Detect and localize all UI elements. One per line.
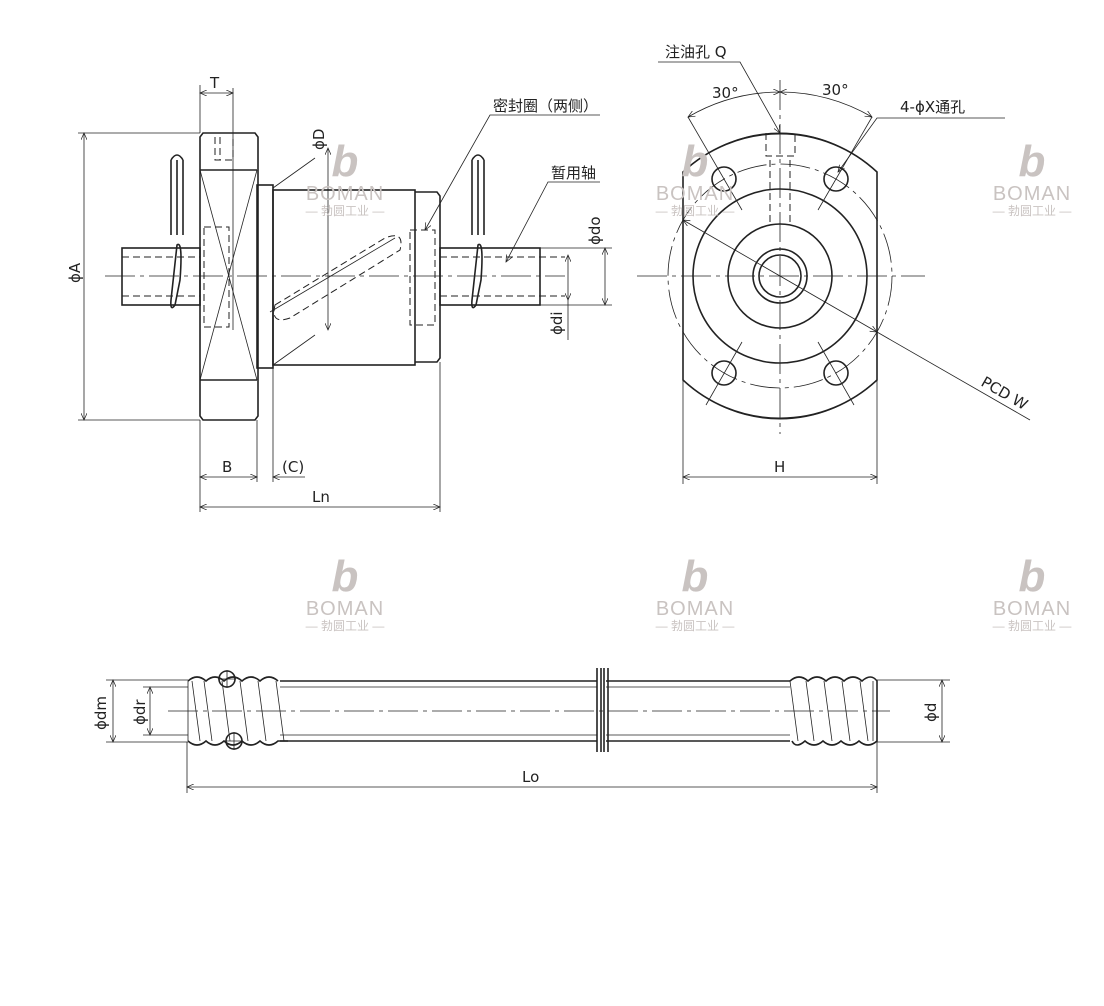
watermark-sub: — 勃圆工业 —	[655, 619, 735, 633]
watermark-sub: — 勃圆工业 —	[992, 619, 1072, 633]
watermark-logo: b	[331, 552, 359, 601]
watermark-logo: b	[1018, 552, 1046, 601]
label-phi-dm: ϕdm	[92, 696, 110, 730]
label-H: H	[774, 458, 785, 476]
watermark-brand: BOMAN	[655, 183, 735, 205]
label-angle-right: 30°	[822, 81, 849, 99]
watermark-brand: BOMAN	[305, 598, 385, 620]
label-B: B	[222, 458, 232, 476]
screw-shaft-view	[106, 668, 950, 793]
watermark-brand: BOMAN	[992, 183, 1072, 205]
label-phi-d: ϕd	[922, 703, 940, 722]
label-phi-do: ϕdo	[586, 216, 604, 245]
label-oil-hole: 注油孔 Q	[665, 43, 727, 61]
watermark-brand: BOMAN	[305, 183, 385, 205]
watermark-logo: b	[331, 137, 359, 186]
label-pcd: PCD W	[978, 373, 1031, 414]
watermark-brand: BOMAN	[992, 598, 1072, 620]
label-phi-dr: ϕdr	[131, 699, 149, 725]
label-angle-left: 30°	[712, 84, 739, 102]
label-C: (C)	[282, 458, 304, 476]
label-Lo: Lo	[522, 768, 539, 786]
label-phiD: ϕD	[310, 129, 328, 150]
watermark-logo: b	[1018, 137, 1046, 186]
label-phiA: ϕA	[66, 262, 84, 283]
watermark-logo: b	[681, 552, 709, 601]
label-temp-shaft: 暂用轴	[551, 164, 596, 182]
watermark-brand: BOMAN	[655, 598, 735, 620]
label-seal: 密封圈（两侧）	[493, 97, 598, 115]
label-phi-di: ϕdi	[548, 311, 566, 335]
watermark-sub: — 勃圆工业 —	[305, 619, 385, 633]
label-holes: 4-ϕX通孔	[900, 98, 965, 116]
nut-side-view	[637, 61, 1031, 484]
label-Ln: Ln	[312, 488, 330, 506]
watermark-logo: b	[681, 137, 709, 186]
watermark-sub: — 勃圆工业 —	[655, 204, 735, 218]
watermark-sub: — 勃圆工业 —	[992, 204, 1072, 218]
nut-front-view	[78, 85, 612, 512]
watermark-sub: — 勃圆工业 —	[305, 204, 385, 218]
label-T: T	[209, 74, 220, 92]
